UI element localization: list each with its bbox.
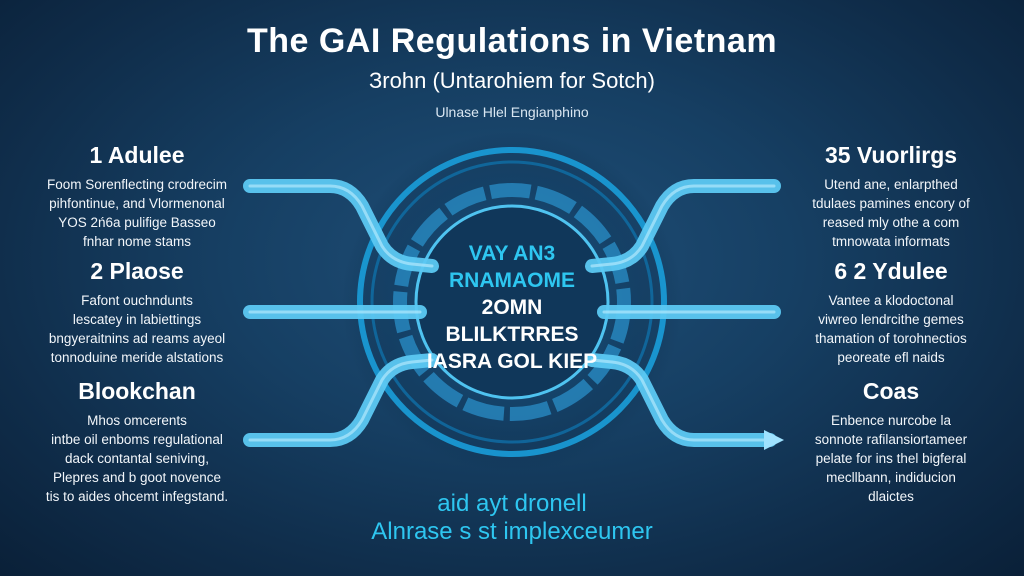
left-block-2-line: tonnoduine meride alstations [50,350,224,365]
left-block-2: 2 Plaose Fafont ouchndunts lescatey in l… [22,258,252,367]
right-block-2-line: peoreate efl naids [837,350,945,365]
footer-line-2: Alnrase s st implexceumer [371,518,653,545]
left-block-3-line: intbe oil enboms regulational [51,432,223,447]
left-block-1-line: YOS 2ń6a pulifige Basseo [58,215,216,230]
hub-text-line: VAY AN3 [468,242,556,265]
right-connector-top [585,179,781,273]
right-block-1-line: tmnowata informats [832,234,950,249]
left-block-2-heading: 2 Plaose [90,258,184,284]
page-subtitle: Зrohn (Untarohiem for Sotch) [369,68,655,93]
right-block-1-line: tdulaes pamines encory of [812,196,970,211]
left-block-2-line: lescatey in labiettings [72,312,202,327]
left-block-1-line: pihfontinue, and Vlormenonal [49,196,225,211]
right-block-3-line: pelate for ins thel bigferal [815,451,967,466]
hub-core [414,204,610,400]
left-block-3-heading: Blookchan [78,378,196,404]
page-tagline: Ulnase Hlel Engianphino [435,104,589,120]
right-block-3-heading: Coas [862,378,920,404]
left-block-1-line: fnhar nome stams [82,234,192,249]
hub-text-line: 2OMN [481,296,543,319]
right-block-2: 6 2 Ydulee Vantee a klodoctonal viwreo l… [778,258,1004,367]
right-block-3-line: sonnote rafilansiortameer [814,432,968,447]
left-block-1-heading: 1 Adulee [89,142,185,168]
left-connector-top [243,179,439,273]
hub-text-line: IASRA GOL KIEP [426,350,598,373]
hub-text-line: BLILKTRRES [445,323,579,346]
left-block-3-line: tis to aides ohcemt infegstand. [45,489,229,504]
left-block-3-line: Mhos omcerents [87,413,187,428]
hub-segmented-ring [393,183,631,421]
right-block-2-line: Vantee a klodoctonal [828,293,954,308]
right-block-3-line: Enbence nurcobe la [830,413,952,428]
left-block-1: 1 Adulee Foom Sorenflecting crodrecim pi… [22,142,252,251]
right-block-3: Coas Enbence nurcobe la sonnote rafilans… [778,378,1004,506]
right-block-3-line: mecllbann, indiducion [826,470,956,485]
page-title: The GAI Regulations in Vietnam [246,22,778,60]
hub-middle-ring [370,160,654,444]
hub-text: VAY AN3 RNAMAOME 2OMN BLILKTRRES IASRA G… [372,240,652,375]
left-block-3-line: dack contantal seniving, [64,451,210,466]
right-block-1: 35 Vuorlirgs Utend ane, enlarpthed tdula… [778,142,1004,251]
right-block-3-line: dlaictes [868,489,914,504]
footer-line-1: aid ayt dronell [437,490,587,517]
right-block-1-line: reased mly othe a com [822,215,960,230]
right-block-1-line: Utend ane, enlarpthed [824,177,958,192]
right-block-2-line: thamation of torohnectios [815,331,967,346]
right-block-2-line: viwreo lendrcithe gemes [818,312,964,327]
left-block-3: Blookchan Mhos omcerents intbe oil enbom… [22,378,252,506]
right-block-1-heading: 35 Vuorlirgs [824,142,958,168]
right-block-2-heading: 6 2 Ydulee [834,258,948,284]
left-block-1-line: Foom Sorenflecting crodrecim [46,177,228,192]
left-block-2-line: bngyeraitnins ad reams ayeol [48,331,226,346]
arrowhead-icon [764,430,784,450]
left-block-2-line: Fafont ouchndunts [81,293,193,308]
hub-text-line: RNAMAOME [449,269,575,292]
left-block-3-line: Plepres and b goot novence [52,470,222,485]
hub-outer-ring [357,147,667,457]
right-connector-bottom [585,353,784,450]
left-connector-bottom [243,353,439,447]
